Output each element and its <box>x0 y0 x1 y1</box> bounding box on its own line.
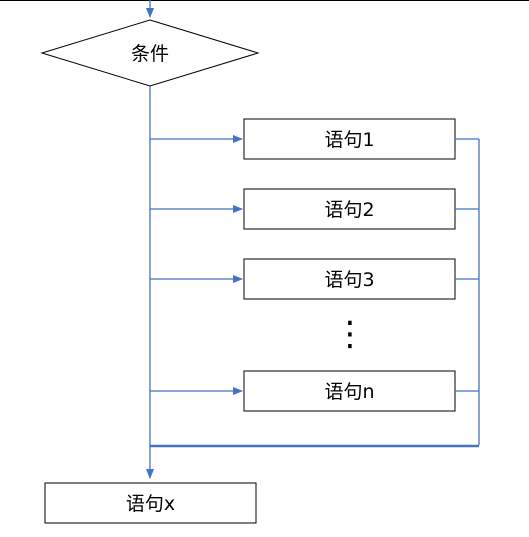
statement-label-2: 语句2 <box>324 199 374 221</box>
statement-label-1: 语句1 <box>324 129 374 151</box>
condition-diamond: 条件 <box>40 19 260 87</box>
statement-label-3: 语句3 <box>324 269 374 291</box>
condition-label: 条件 <box>131 43 169 65</box>
final-statement-label: 语句x <box>126 493 175 515</box>
statement-label-n: 语句n <box>324 381 374 403</box>
statement-box-3: 语句3 <box>243 258 456 300</box>
statement-box-1: 语句1 <box>243 118 456 160</box>
statement-box-n: 语句n <box>243 370 456 412</box>
final-statement-box: 语句x <box>44 482 257 524</box>
statement-box-2: 语句2 <box>243 188 456 230</box>
vertical-ellipsis: ⋮ <box>333 314 367 354</box>
exit-connectors <box>455 138 480 445</box>
